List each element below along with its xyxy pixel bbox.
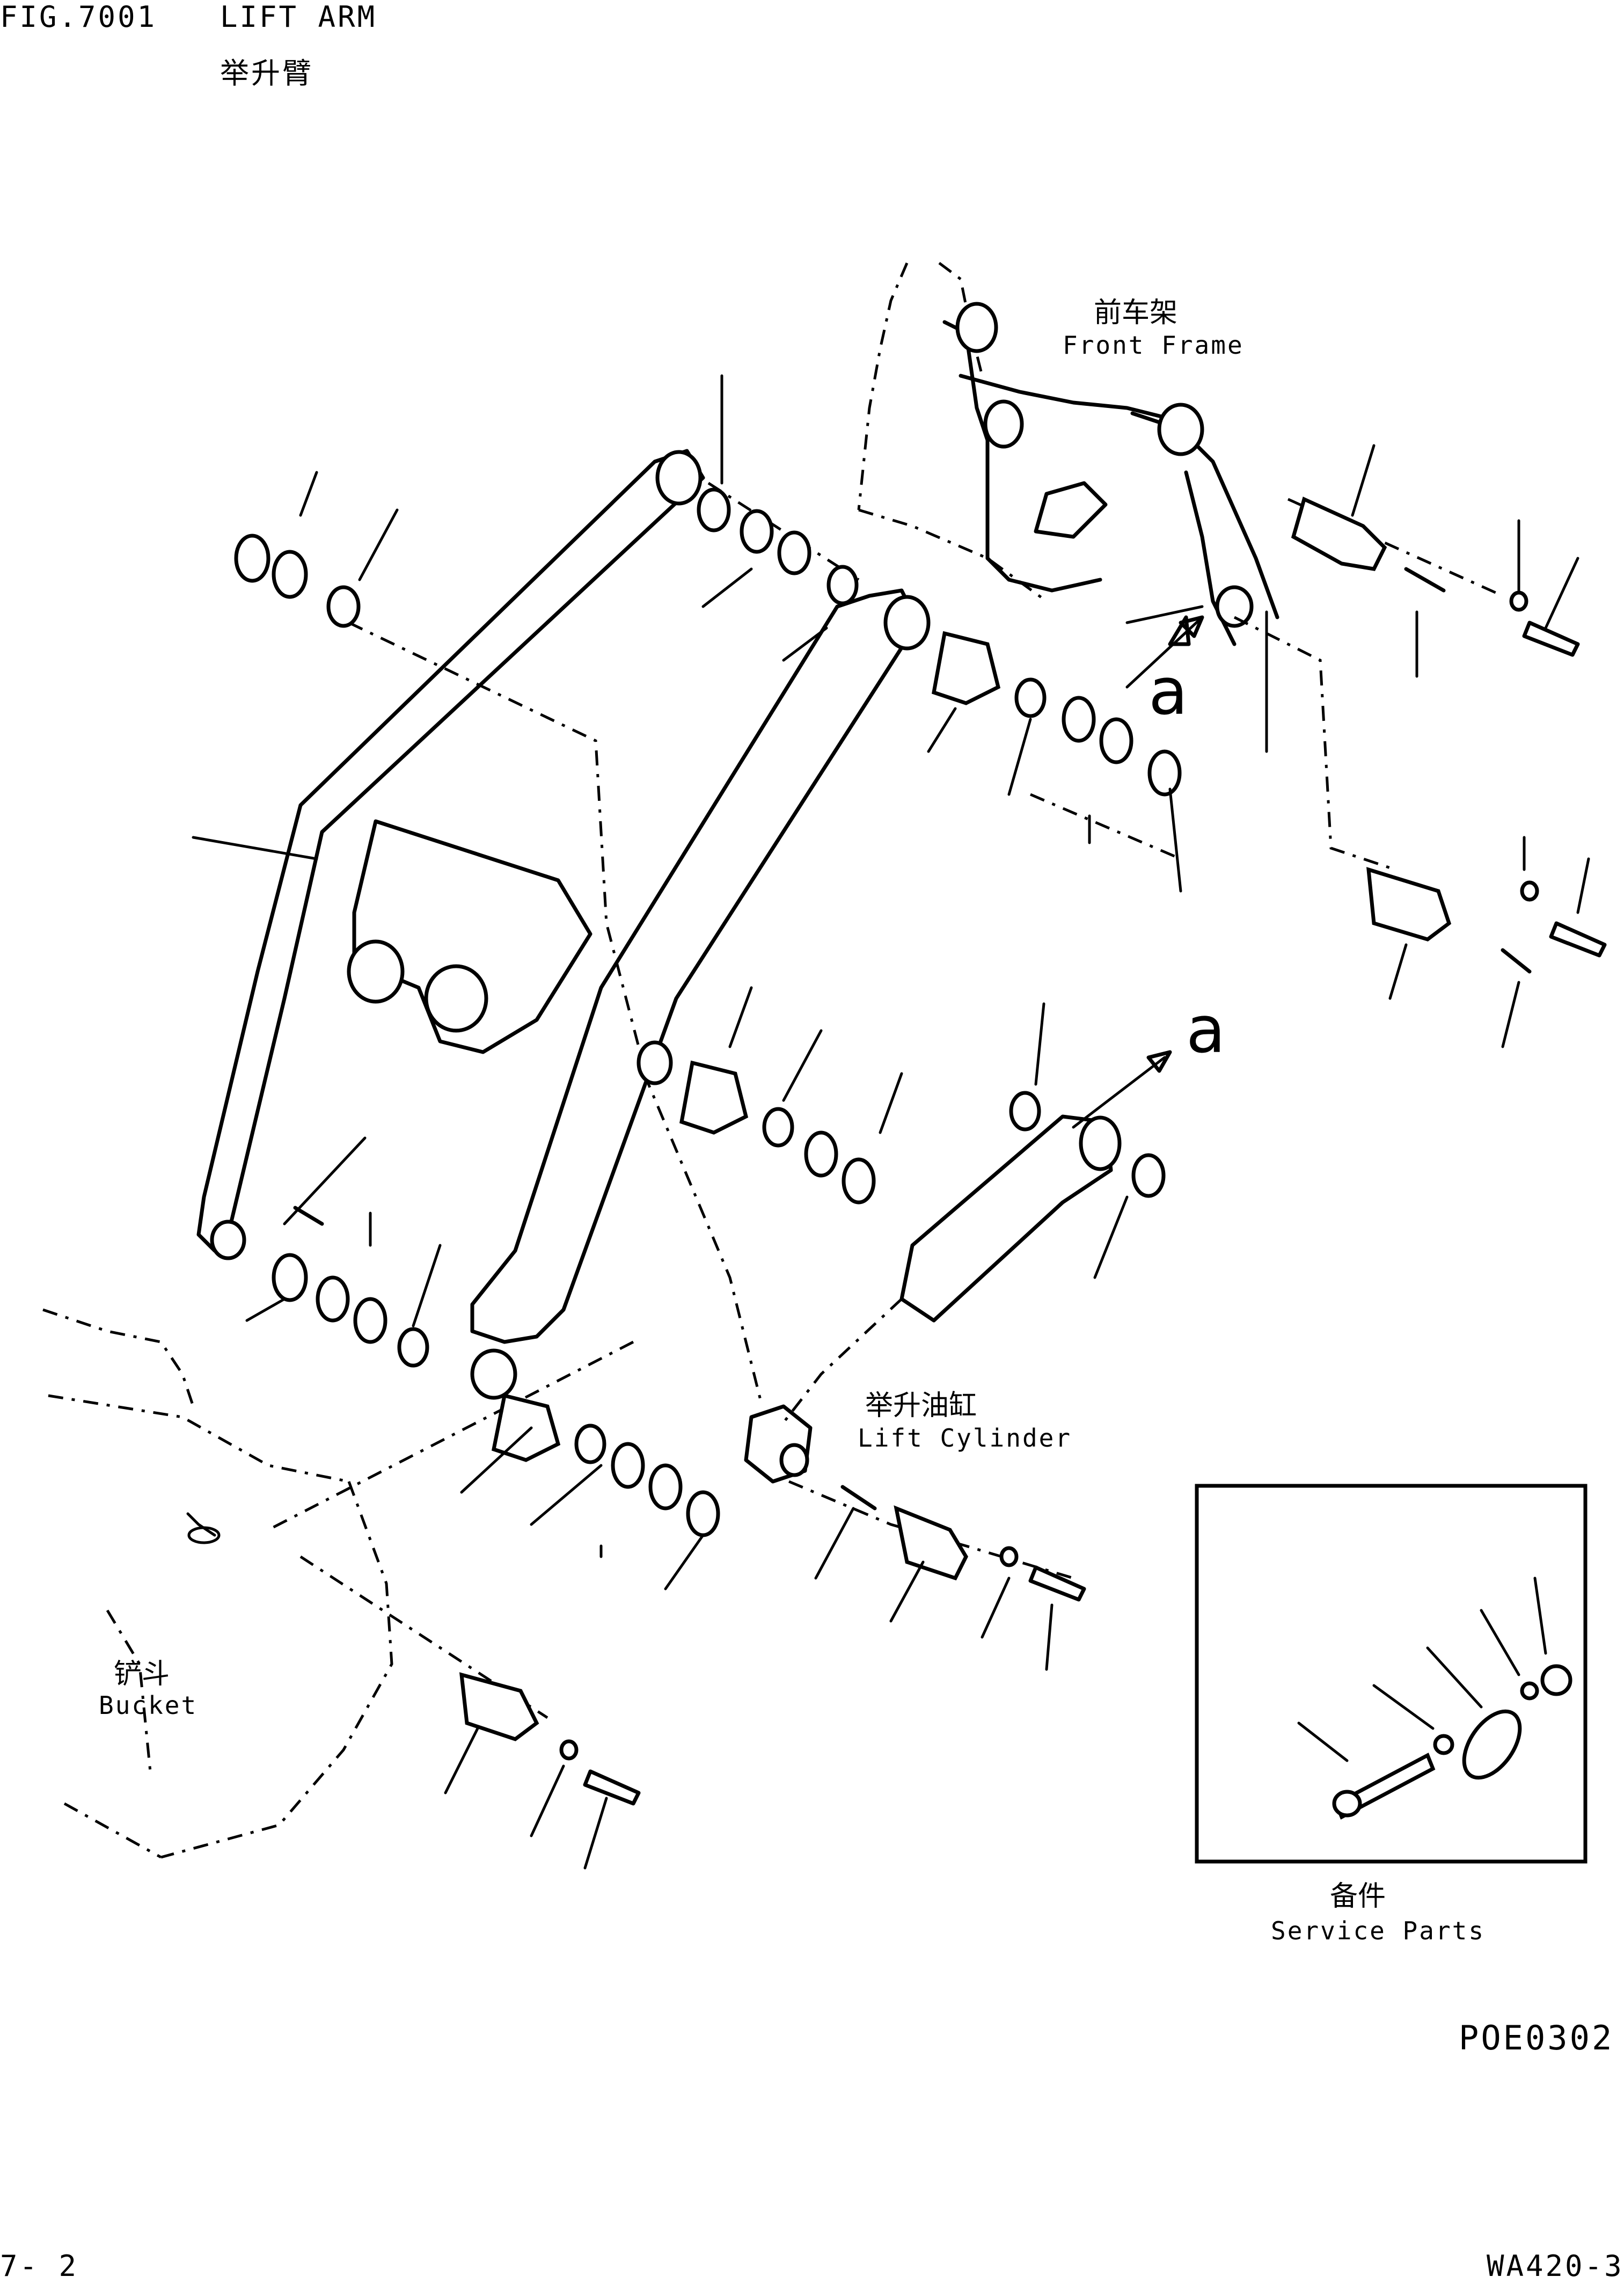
figure-title-en: LIFT ARM <box>220 0 377 34</box>
arrows-to-a <box>1072 615 1204 1129</box>
front-frame-drawing <box>857 262 1279 646</box>
bucket-label-cn: 铲斗 <box>114 1658 170 1690</box>
cross-tube <box>347 819 592 1054</box>
service-parts-box <box>1195 1484 1588 1864</box>
bucket-label-en: Bucket <box>99 1691 198 1720</box>
figure-number: FIG.7001 <box>0 0 157 34</box>
leader-lines <box>192 374 1590 1870</box>
arrow-a-label-upper: a <box>1148 655 1188 729</box>
page-number: 7- 2 <box>0 2249 79 2283</box>
bolts-and-fittings <box>293 567 1607 1806</box>
left-lift-arm <box>196 449 705 1260</box>
lift-cylinder-label-en: Lift Cylinder <box>858 1424 1072 1453</box>
centerlines <box>267 481 1504 1719</box>
bucket-drawing <box>42 1308 393 1859</box>
front-frame-label-en: Front Frame <box>1063 331 1244 360</box>
bushings <box>491 631 1001 1462</box>
washers-and-seals <box>234 487 1539 1761</box>
pins <box>459 497 1452 1741</box>
service-parts-label-cn: 备件 <box>1330 1880 1386 1913</box>
right-lift-arm <box>470 588 931 1400</box>
lift-cylinder-drawing <box>744 1114 1122 1484</box>
service-parts-label-en: Service Parts <box>1271 1916 1486 1945</box>
lift-cylinder-label-cn: 举升油缸 <box>865 1390 977 1422</box>
front-frame-label-cn: 前车架 <box>1094 297 1178 329</box>
arrow-a-label-lower: a <box>1186 993 1226 1068</box>
drawing-code: POE0302 <box>1459 2018 1614 2057</box>
model-number: WA420-3 <box>1487 2249 1624 2283</box>
figure-title-cn: 举升臂 <box>220 56 313 90</box>
